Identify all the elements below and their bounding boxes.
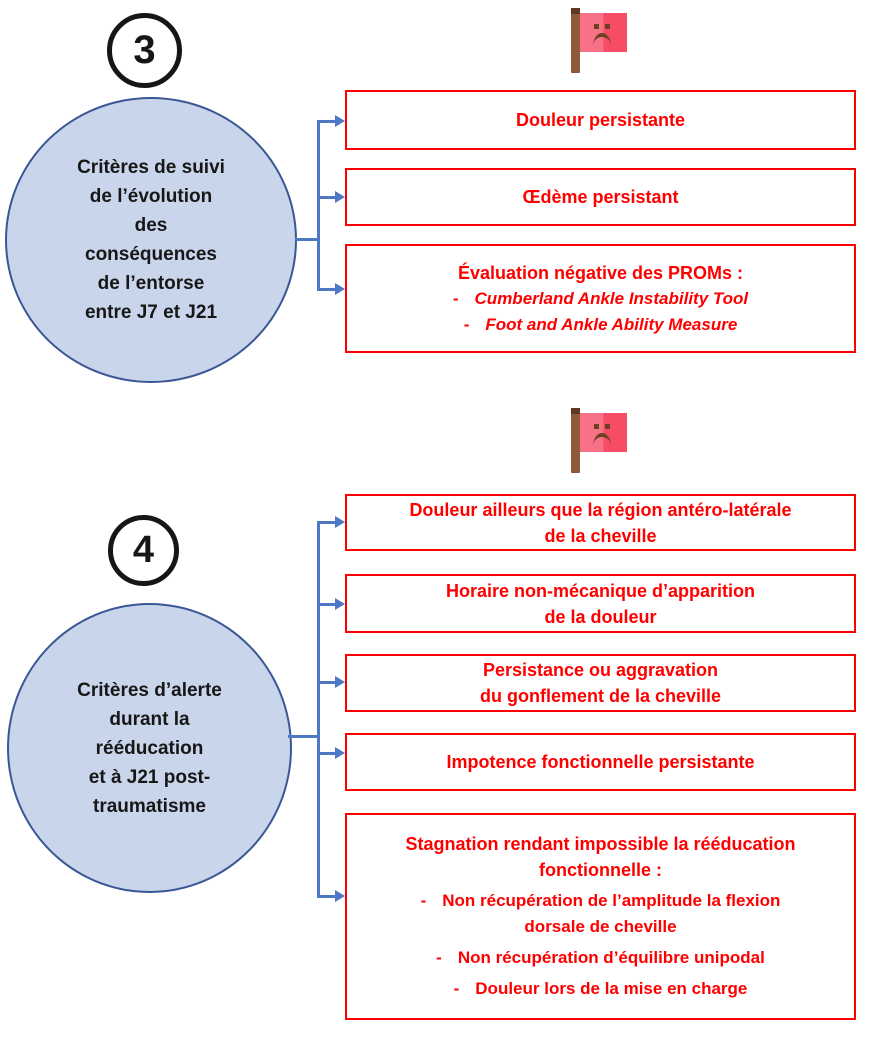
alert-box-stagnation: Stagnation rendant impossible la rééduca… — [345, 813, 856, 1020]
criterion-text: Impotence fonctionnelle persistante — [446, 752, 755, 772]
criterion-text: Œdème persistant — [522, 187, 679, 207]
red-flag-icon — [571, 408, 631, 478]
sad-face-right-eye — [605, 24, 610, 29]
step-3-number: 3 — [133, 28, 156, 72]
flag-cloth — [580, 13, 627, 52]
criteria-circle-4: Critères d’alerte durant la rééducation … — [7, 603, 292, 893]
criteria-circle-3: Critères de suivi de l’évolution des con… — [5, 97, 297, 383]
criterion-text: Horaire non-mécanique d’apparition — [445, 580, 756, 601]
arrow-icon — [335, 747, 345, 759]
criterion-title: Évaluation négative des PROMs : — [457, 262, 744, 283]
step-3-badge: 3 — [107, 13, 182, 88]
flag-pole-cap — [571, 8, 580, 14]
circle-3-line: conséquences — [85, 244, 217, 265]
flag-cloth — [580, 413, 627, 452]
criterion-list-item: -Non récupération de l’amplitude la flex… — [421, 888, 781, 914]
circle-3-line: de l’entorse — [97, 273, 205, 294]
arrow-icon — [335, 115, 345, 127]
sad-face-left-eye — [594, 424, 599, 429]
flag-pole — [571, 8, 580, 73]
arrow-icon — [335, 890, 345, 902]
criterion-list-item: -Non récupération d’équilibre unipodal — [436, 945, 765, 971]
connector-line — [317, 603, 336, 606]
criterion-list-item: -Foot and Ankle Ability Measure — [464, 312, 738, 338]
sad-face-right-eye — [605, 424, 610, 429]
connector-line — [317, 120, 320, 291]
connector-line — [288, 735, 319, 738]
criterion-text: de la cheville — [544, 525, 657, 546]
connector-line — [295, 238, 319, 241]
alert-box-horaire-non-mecanique: Horaire non-mécanique d’apparition de la… — [345, 574, 856, 633]
circle-3-line: entre J7 et J21 — [84, 302, 218, 323]
arrow-icon — [335, 676, 345, 688]
arrow-icon — [335, 191, 345, 203]
step-4-badge: 4 — [108, 515, 179, 586]
criterion-title: Stagnation rendant impossible la rééduca… — [405, 834, 796, 854]
flag-pole-cap — [571, 408, 580, 414]
dash-bullet: - — [463, 314, 470, 334]
criterion-text: de la douleur — [544, 606, 657, 627]
circle-3-line: des — [134, 215, 168, 236]
circle-4-line: Critères d’alerte — [77, 679, 222, 701]
circle-3-line: de l’évolution — [89, 186, 213, 207]
connector-line — [317, 895, 336, 898]
criterion-list-item: dorsale de cheville — [524, 917, 677, 936]
flag-pole — [571, 408, 580, 473]
arrow-icon — [335, 598, 345, 610]
criterion-title: fonctionnelle : — [539, 860, 662, 880]
dash-bullet: - — [453, 979, 460, 998]
connector-line — [317, 288, 336, 291]
criterion-text: Persistance ou aggravation — [482, 660, 719, 680]
sad-face-left-eye — [594, 24, 599, 29]
connector-line — [317, 120, 336, 123]
criterion-box-oedeme-persistant: Œdème persistant — [345, 168, 856, 226]
arrow-icon — [335, 516, 345, 528]
circle-4-line: durant la — [109, 708, 190, 730]
connector-line — [317, 521, 336, 524]
connector-line — [317, 521, 320, 898]
criterion-text: du gonflement de la cheville — [479, 686, 722, 706]
red-flag-icon — [571, 8, 631, 78]
sad-face-frown — [593, 33, 611, 46]
circle-3-line: Critères de suivi — [77, 157, 225, 178]
arrow-icon — [335, 283, 345, 295]
criterion-box-proms: Évaluation négative des PROMs : -Cumberl… — [345, 244, 856, 353]
criteria-circle-3-text: Critères de suivi de l’évolution des con… — [77, 153, 225, 327]
dash-bullet: - — [452, 288, 459, 308]
dash-bullet: - — [436, 948, 442, 967]
dash-bullet: - — [420, 891, 427, 910]
criterion-list-item: -Douleur lors de la mise en charge — [454, 976, 748, 1002]
sad-face-frown — [593, 433, 611, 446]
circle-4-line: et à J21 post- — [88, 766, 211, 788]
circle-4-line: rééducation — [95, 737, 204, 759]
criterion-text: Douleur ailleurs que la région antéro-la… — [409, 499, 792, 520]
step-4-number: 4 — [132, 529, 155, 571]
criterion-text: Douleur persistante — [515, 110, 686, 130]
connector-line — [317, 196, 336, 199]
circle-4-line: traumatisme — [93, 795, 206, 817]
criterion-list-item: -Cumberland Ankle Instability Tool — [453, 286, 748, 312]
alert-box-persistance-aggravation: Persistance ou aggravation du gonflement… — [345, 654, 856, 712]
criteria-circle-4-text: Critères d’alerte durant la rééducation … — [77, 676, 222, 821]
connector-line — [317, 752, 336, 755]
connector-line — [317, 681, 336, 684]
alert-box-impotence-fonctionnelle: Impotence fonctionnelle persistante — [345, 733, 856, 791]
alert-box-douleur-ailleurs: Douleur ailleurs que la région antéro-la… — [345, 494, 856, 551]
criterion-box-douleur-persistante: Douleur persistante — [345, 90, 856, 150]
